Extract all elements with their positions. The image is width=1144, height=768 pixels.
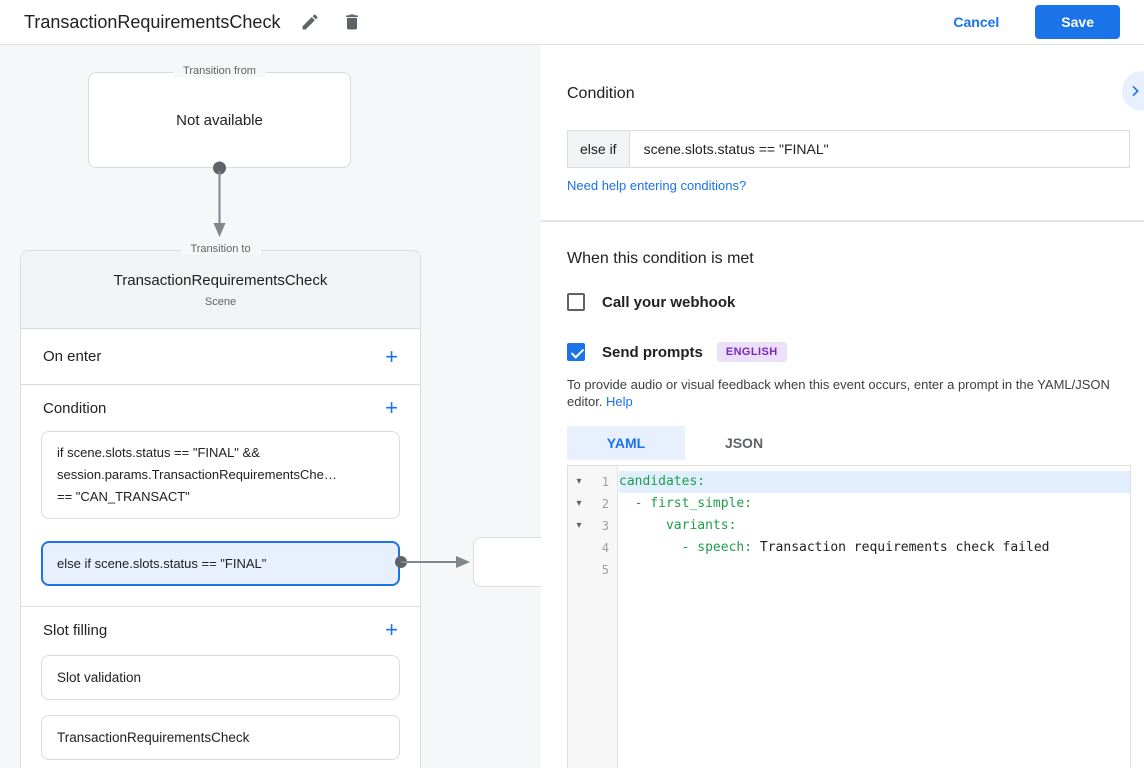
add-slot-button[interactable]: + <box>385 617 398 642</box>
condition-item-elseif-selected[interactable]: else if scene.slots.status == "FINAL" <box>41 541 400 586</box>
line-number: 3 <box>601 519 609 533</box>
trash-icon <box>346 14 359 30</box>
slot-item-validation[interactable]: Slot validation <box>41 655 400 700</box>
edit-name-button[interactable] <box>298 10 322 34</box>
add-condition-button[interactable]: + <box>385 395 398 420</box>
fold-arrow-icon <box>568 559 590 581</box>
prompt-help-link[interactable]: Help <box>606 394 633 409</box>
yaml-code-editor[interactable]: ▾ 1 candidates: ▾ 2 - first_simple: ▾ 3 … <box>567 465 1131 768</box>
code-line: 4 - speech: Transaction requirements che… <box>568 537 1130 559</box>
top-bar: TransactionRequirementsCheck Cancel Save <box>0 0 1144 45</box>
condition-detail-panel: Condition else if Need help entering con… <box>541 45 1144 768</box>
scene-card: Transition to TransactionRequirementsChe… <box>20 243 421 768</box>
slot-filling-label: Slot filling <box>43 621 108 639</box>
webhook-row: Call your webhook <box>567 293 735 311</box>
webhook-label: Call your webhook <box>602 293 736 311</box>
conditions-help-link[interactable]: Need help entering conditions? <box>567 178 747 193</box>
send-prompts-row: Send prompts ENGLISH <box>567 342 787 362</box>
condition-item-if[interactable]: if scene.slots.status == "FINAL" && sess… <box>41 431 400 519</box>
condition-section-label: Condition <box>43 399 107 417</box>
condition-section: Condition + if scene.slots.status == "FI… <box>21 385 420 607</box>
on-enter-label: On enter <box>43 348 102 365</box>
condition-elseif-text: else if scene.slots.status == "FINAL" <box>57 555 267 571</box>
fold-arrow-icon <box>568 537 590 559</box>
webhook-checkbox-unchecked-icon[interactable] <box>567 293 585 311</box>
code-line: 5 <box>568 559 1130 581</box>
condition-if-line1: if scene.slots.status == "FINAL" && <box>57 445 260 460</box>
condition-if-line3: == "CAN_TRANSACT" <box>57 489 190 504</box>
line-number: 5 <box>601 563 609 577</box>
cancel-button[interactable]: Cancel <box>953 14 1000 30</box>
elseif-prefix-label: else if <box>568 131 630 167</box>
connector-arrow-right <box>395 556 470 568</box>
slot-transaction-text: TransactionRequirementsCheck <box>57 730 250 745</box>
connector-arrow-down <box>213 161 226 237</box>
fold-arrow-icon[interactable]: ▾ <box>576 476 582 487</box>
tab-json[interactable]: JSON <box>724 435 764 451</box>
scene-card-header: TransactionRequirementsCheck Scene <box>21 251 420 329</box>
delete-scene-button[interactable] <box>340 10 364 34</box>
code-text <box>619 559 1130 581</box>
editor-gutter <box>568 466 618 768</box>
transition-target-node[interactable] <box>473 537 541 587</box>
panel-divider <box>541 220 1144 222</box>
code-text: variants: <box>619 518 737 533</box>
tab-yaml[interactable]: YAML <box>567 426 685 460</box>
slot-validation-text: Slot validation <box>57 670 142 685</box>
scene-type-label: Scene <box>204 296 237 308</box>
language-badge: ENGLISH <box>716 342 787 362</box>
add-on-enter-button[interactable]: + <box>385 343 398 369</box>
code-text: - speech: Transaction requirements check… <box>619 540 1050 555</box>
transition-to-legend: Transition to <box>180 243 261 255</box>
page-title: TransactionRequirementsCheck <box>24 11 281 32</box>
code-text: candidates: <box>619 471 1130 493</box>
send-prompts-checkbox-checked-icon[interactable] <box>567 343 585 361</box>
pencil-icon <box>302 14 318 30</box>
editor-format-tabs: YAML JSON <box>567 426 803 460</box>
transition-from-node: Transition from Not available <box>88 65 351 168</box>
transition-from-value: Not available <box>176 111 263 129</box>
line-number: 1 <box>601 475 609 489</box>
condition-expression-group: else if <box>567 130 1130 168</box>
transition-from-legend: Transition from <box>173 65 266 77</box>
line-number: 4 <box>601 541 609 555</box>
send-prompts-label: Send prompts <box>602 343 703 361</box>
prompt-description-text: To provide audio or visual feedback when… <box>567 377 1110 409</box>
slot-item-transaction-check[interactable]: TransactionRequirementsCheck <box>41 715 400 760</box>
condition-if-line2: session.params.TransactionRequirementsCh… <box>57 467 337 482</box>
flow-canvas: Transition from Not available Transition… <box>0 45 541 768</box>
when-met-heading: When this condition is met <box>567 250 754 267</box>
scene-title: TransactionRequirementsCheck <box>113 272 328 289</box>
fold-arrow-icon[interactable]: ▾ <box>576 498 582 509</box>
condition-panel-heading: Condition <box>567 85 635 102</box>
code-text: - first_simple: <box>619 496 753 511</box>
chevron-right-icon <box>1132 85 1139 97</box>
code-line: ▾ 1 candidates: <box>568 471 1130 493</box>
collapse-panel-button[interactable] <box>1122 71 1144 111</box>
slot-filling-section: Slot filling + Slot validation Transacti… <box>21 607 420 760</box>
on-enter-section: On enter + <box>21 329 420 385</box>
prompt-description: To provide audio or visual feedback when… <box>567 376 1119 410</box>
condition-expression-input[interactable] <box>629 131 1129 167</box>
code-line: ▾ 2 - first_simple: <box>568 493 1130 515</box>
fold-arrow-icon[interactable]: ▾ <box>576 520 582 531</box>
code-line: ▾ 3 variants: <box>568 515 1130 537</box>
save-button[interactable]: Save <box>1035 5 1120 39</box>
line-number: 2 <box>601 497 609 511</box>
